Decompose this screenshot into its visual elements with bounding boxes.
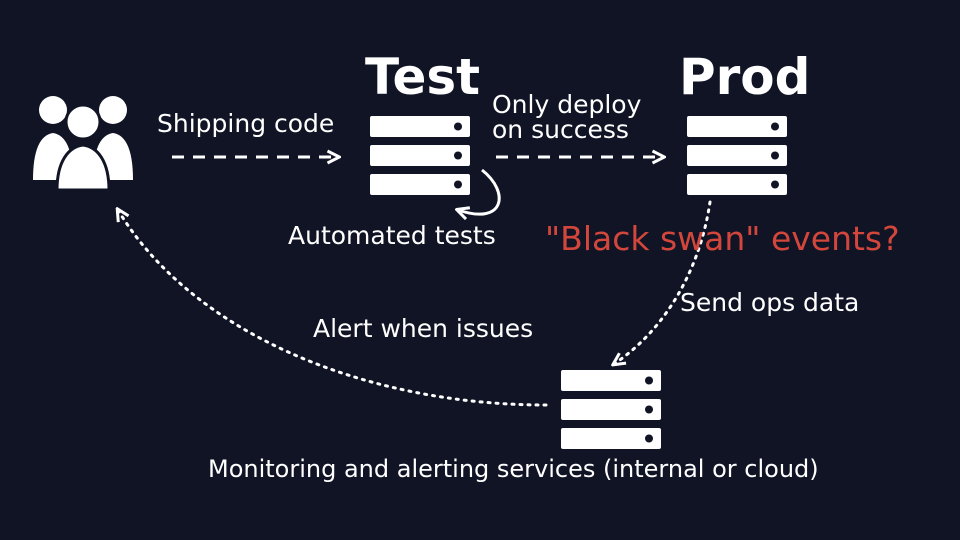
test-stage-title: Test xyxy=(365,48,481,106)
monitoring-server-icon xyxy=(561,370,661,449)
automated-tests-label: Automated tests xyxy=(288,221,496,250)
alert-when-issues-label: Alert when issues xyxy=(313,314,534,343)
alert-arrow xyxy=(118,210,548,407)
shipping-code-label: Shipping code xyxy=(157,109,335,138)
only-deploy-line-1: Only deploy xyxy=(492,90,642,119)
ops-data-arrow xyxy=(614,200,712,364)
prod-stage-title: Prod xyxy=(679,48,811,106)
monitoring-services-label: Monitoring and alerting services (intern… xyxy=(208,455,819,483)
only-deploy-line-2: on success xyxy=(492,115,629,144)
automated-tests-loop-arrow xyxy=(458,168,501,214)
test-server-icon xyxy=(370,116,470,195)
only-deploy-label: Only deploy on success xyxy=(492,92,641,142)
prod-server-icon xyxy=(687,116,787,195)
send-ops-data-label: Send ops data xyxy=(680,288,860,317)
users-group-icon xyxy=(33,96,133,192)
black-swan-label: "Black swan" events? xyxy=(545,219,900,258)
